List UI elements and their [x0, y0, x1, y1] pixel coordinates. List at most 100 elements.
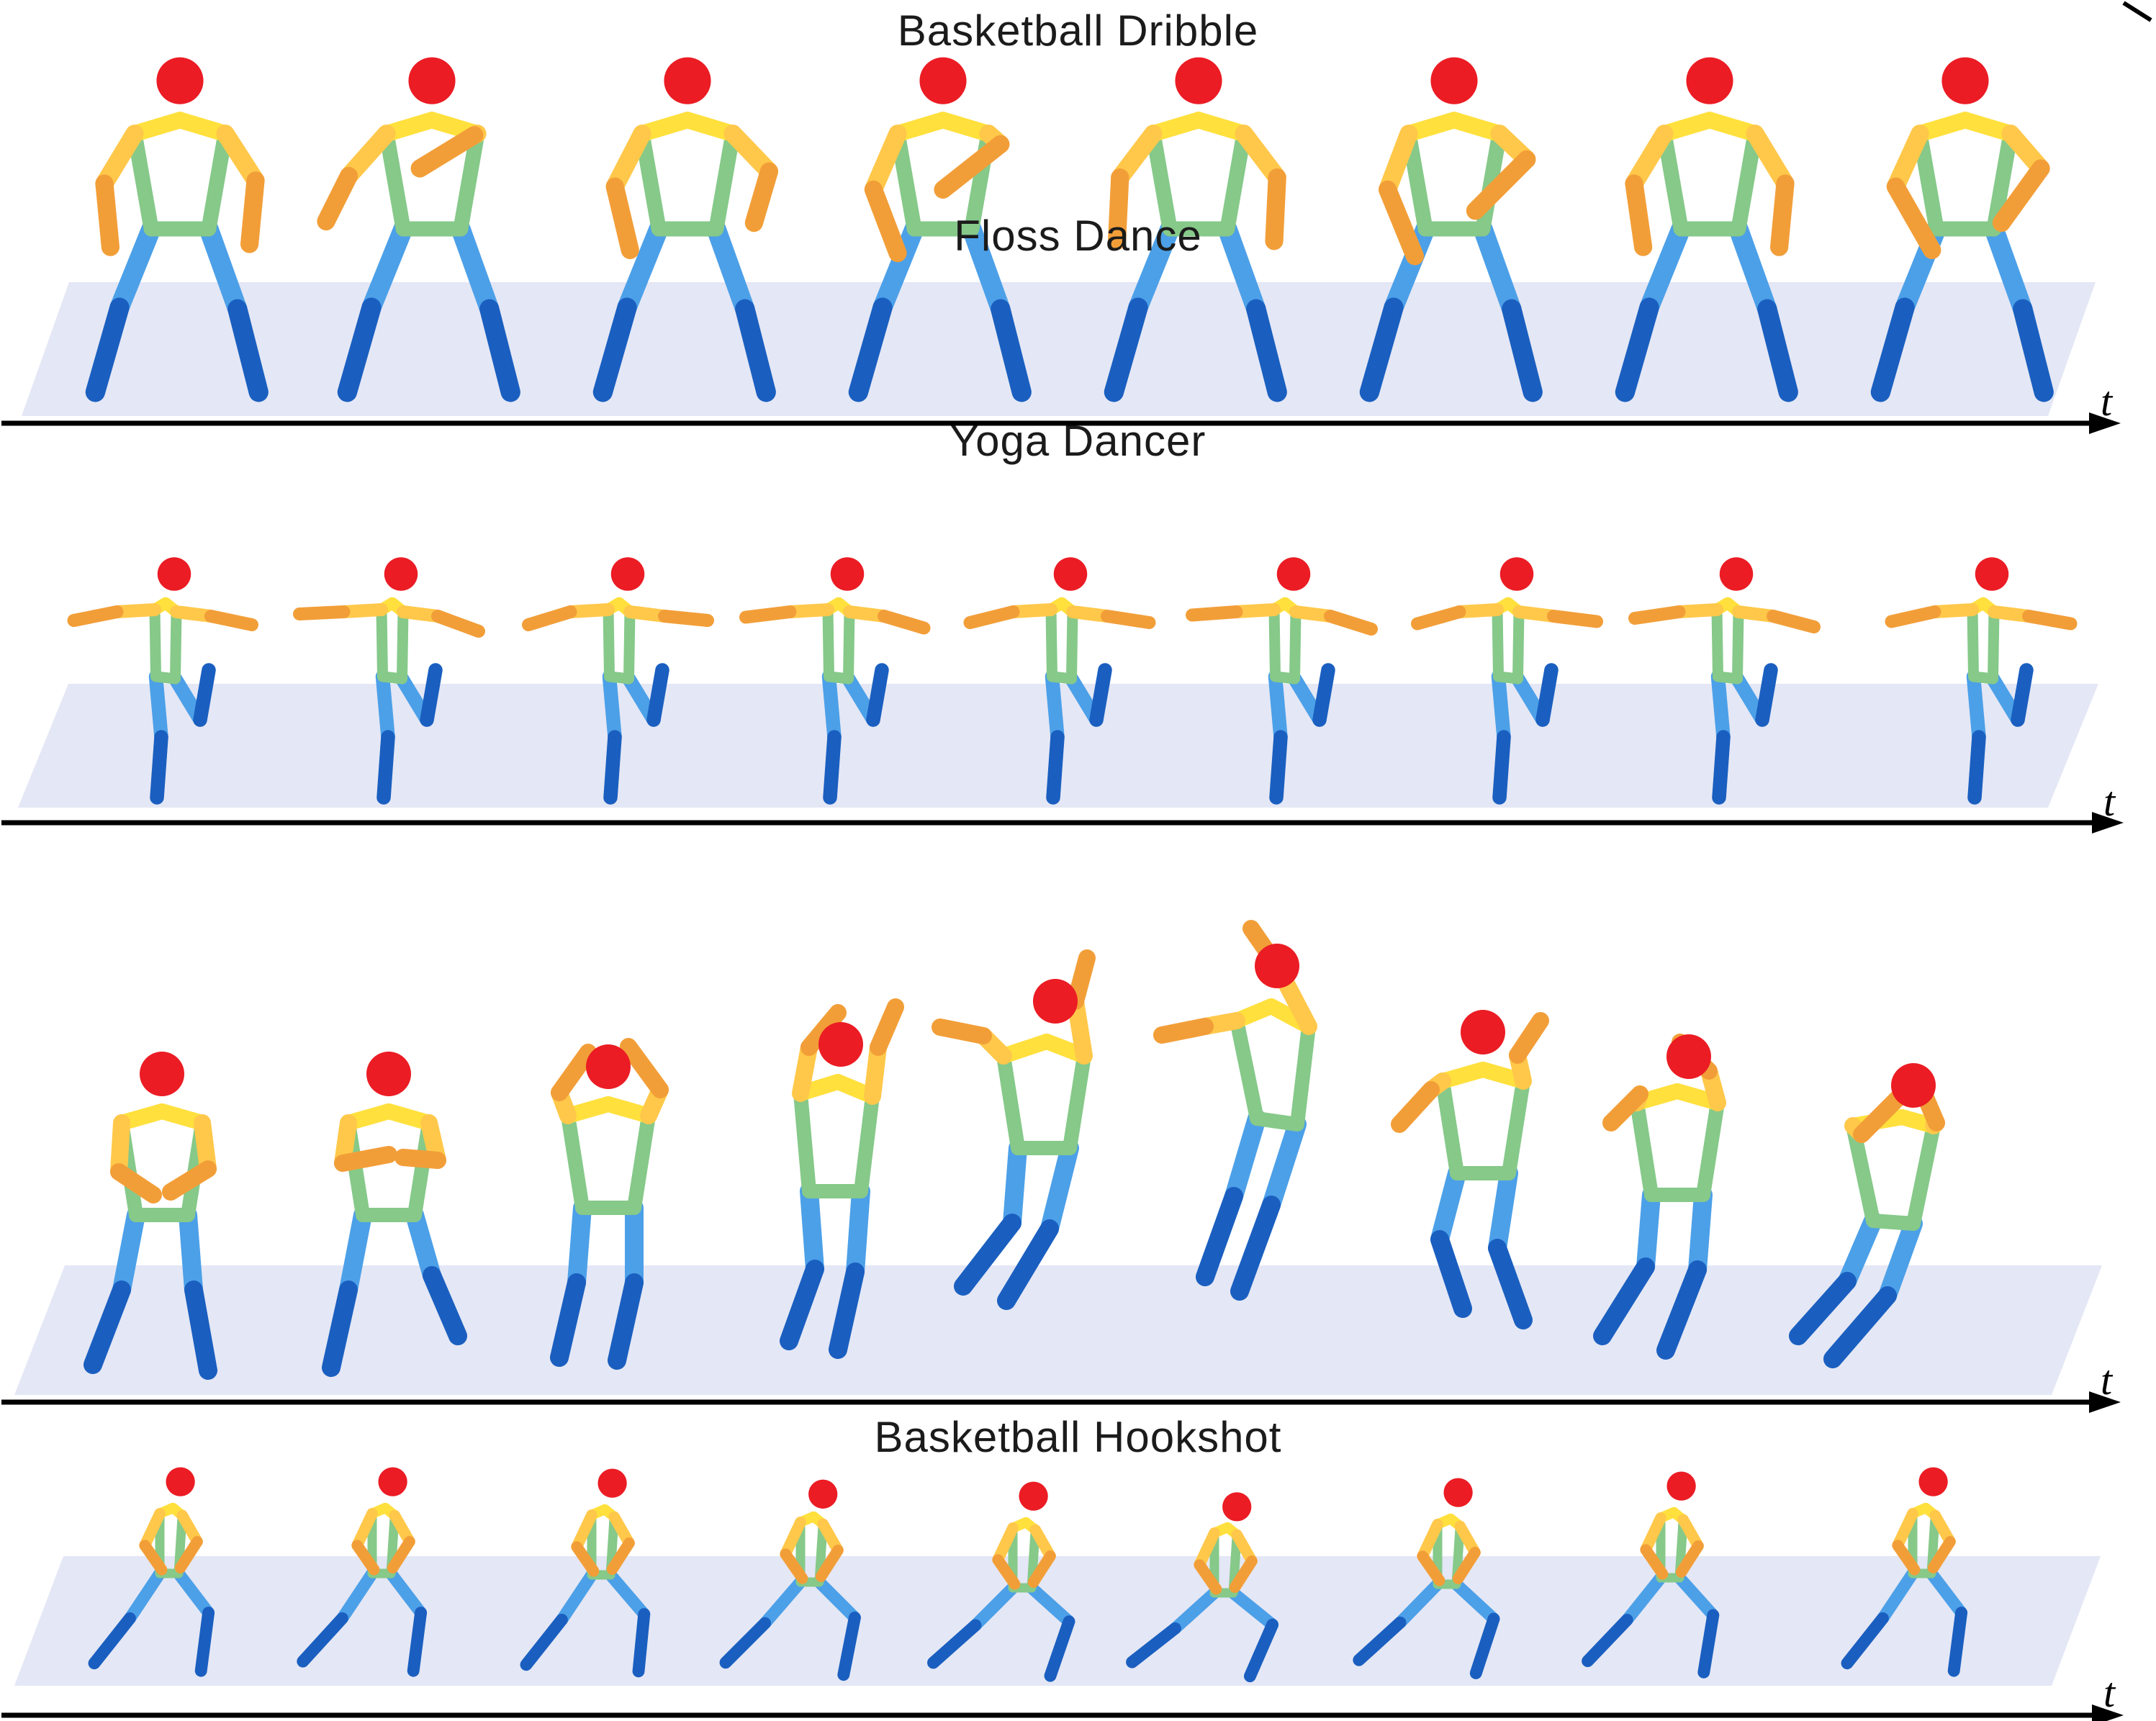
upper-leg-limb: [199, 219, 248, 319]
forearm-limb: [992, 1554, 1021, 1590]
forearm-limb: [1108, 168, 1129, 250]
upper-leg-limb: [1620, 1571, 1667, 1626]
head-joint: [1918, 1467, 1948, 1496]
ground-plane: [14, 1265, 2102, 1395]
forearm-limb: [431, 610, 485, 638]
torso-limb: [996, 1049, 1025, 1155]
upper-leg-limb: [1878, 1214, 1923, 1305]
upper-leg-limb: [148, 669, 168, 744]
lower-leg-limb: [194, 1607, 215, 1677]
forearm-limb: [800, 1004, 847, 1056]
head-joint: [166, 1467, 195, 1496]
lower-leg-limb: [1593, 1257, 1655, 1345]
lower-leg-limb: [1126, 1622, 1181, 1668]
head-joint: [156, 57, 204, 104]
forearm-limb: [317, 166, 358, 231]
upper-leg-limb: [555, 1568, 598, 1626]
lower-leg-limb: [780, 1260, 824, 1350]
torso-limb: [1492, 604, 1504, 682]
head-joint: [808, 1479, 838, 1509]
skeleton-figure: [550, 1038, 669, 1370]
torso-limb: [708, 126, 741, 237]
skeleton-figure: [84, 1052, 217, 1380]
lower-leg-limb: [632, 1608, 651, 1678]
skeleton-figure: [1359, 57, 1543, 402]
lower-leg-limb: [1044, 1615, 1075, 1682]
upper-arm-limb: [1746, 125, 1795, 193]
stray-mark: [2122, 1, 2152, 22]
forearm-limb: [2022, 610, 2078, 631]
lower-leg-limb: [376, 730, 395, 805]
lower-leg-limb: [719, 1617, 772, 1669]
head-joint: [664, 57, 711, 104]
skeleton-figure: [293, 557, 485, 805]
lower-leg-limb: [1823, 1286, 1897, 1368]
skeleton-figure: [85, 57, 269, 402]
torso-limb: [1713, 671, 1743, 685]
forearm-limb: [1067, 949, 1096, 1010]
row-title-basketball-dribble: Basketball Dribble: [897, 6, 1259, 55]
head-joint: [1499, 557, 1534, 591]
torso-limb: [1711, 604, 1723, 682]
forearm-limb: [1640, 1544, 1669, 1580]
lower-leg-limb: [1469, 1612, 1500, 1679]
skeleton-figure: [520, 1468, 651, 1678]
head-joint: [408, 57, 456, 104]
forearm-limb: [1324, 610, 1378, 636]
lower-leg-limb: [837, 1611, 861, 1681]
upper-arm-limb: [780, 1517, 806, 1560]
time-axis-label: t: [2103, 778, 2116, 825]
lower-leg-limb: [2013, 299, 2054, 402]
torso-limb: [201, 126, 233, 237]
head-joint: [1175, 57, 1222, 104]
upper-leg-limb: [1639, 219, 1691, 317]
upper-leg-limb: [112, 1206, 145, 1299]
upper-leg-limb: [1045, 669, 1065, 744]
upper-leg-limb: [1673, 1571, 1720, 1622]
lower-leg-limb: [1755, 663, 1778, 727]
time-axis-arrowhead: [2092, 812, 2124, 834]
forearm-limb: [1892, 1540, 1921, 1576]
skeleton-figure: [592, 57, 778, 402]
ground-plane: [22, 282, 2096, 416]
upper-leg-limb: [1128, 219, 1180, 317]
head-joint: [378, 1467, 407, 1496]
lower-leg-limb: [1196, 1187, 1243, 1286]
head-joint: [1276, 557, 1311, 591]
upper-leg-limb: [604, 1568, 651, 1621]
forearm-limb: [605, 177, 639, 259]
torso-limb: [127, 126, 159, 237]
upper-arm-limb: [1892, 1508, 1918, 1551]
skeleton-figure: [1841, 1467, 1968, 1677]
upper-arm-limb: [139, 1508, 166, 1551]
torso-limb: [1145, 126, 1178, 237]
torso-limb: [1696, 1096, 1725, 1202]
head-joint: [1666, 1034, 1711, 1079]
upper-leg-limb: [1488, 1164, 1518, 1257]
lower-leg-limb: [1353, 1616, 1407, 1666]
time-axis-arrowhead: [2089, 412, 2121, 434]
forearm-limb: [394, 1149, 446, 1169]
lower-leg-limb: [193, 663, 216, 727]
upper-leg-limb: [962, 219, 1011, 319]
forearm-limb: [864, 180, 907, 263]
torso-limb: [1512, 606, 1525, 685]
time-axis-label: t: [2101, 1357, 2113, 1404]
torso-limb: [149, 604, 161, 682]
skeleton-figure: [719, 1479, 861, 1681]
upper-arm-limb: [1625, 125, 1674, 193]
lower-leg-limb: [866, 663, 889, 727]
skeleton-figure: [848, 57, 1032, 402]
forearm-limb: [387, 1536, 415, 1573]
upper-leg-limb: [1025, 1581, 1075, 1628]
skeleton-figure: [1885, 557, 2078, 805]
upper-arm-limb: [864, 125, 907, 199]
lower-leg-limb: [592, 297, 637, 402]
upper-leg-limb: [1450, 1578, 1500, 1625]
upper-leg-limb: [1227, 1586, 1279, 1631]
skeleton-figure: [1104, 57, 1287, 402]
forearm-limb: [744, 162, 778, 232]
lower-leg-limb: [991, 299, 1032, 402]
forearm-limb: [1379, 180, 1425, 266]
torso-limb: [376, 604, 388, 682]
